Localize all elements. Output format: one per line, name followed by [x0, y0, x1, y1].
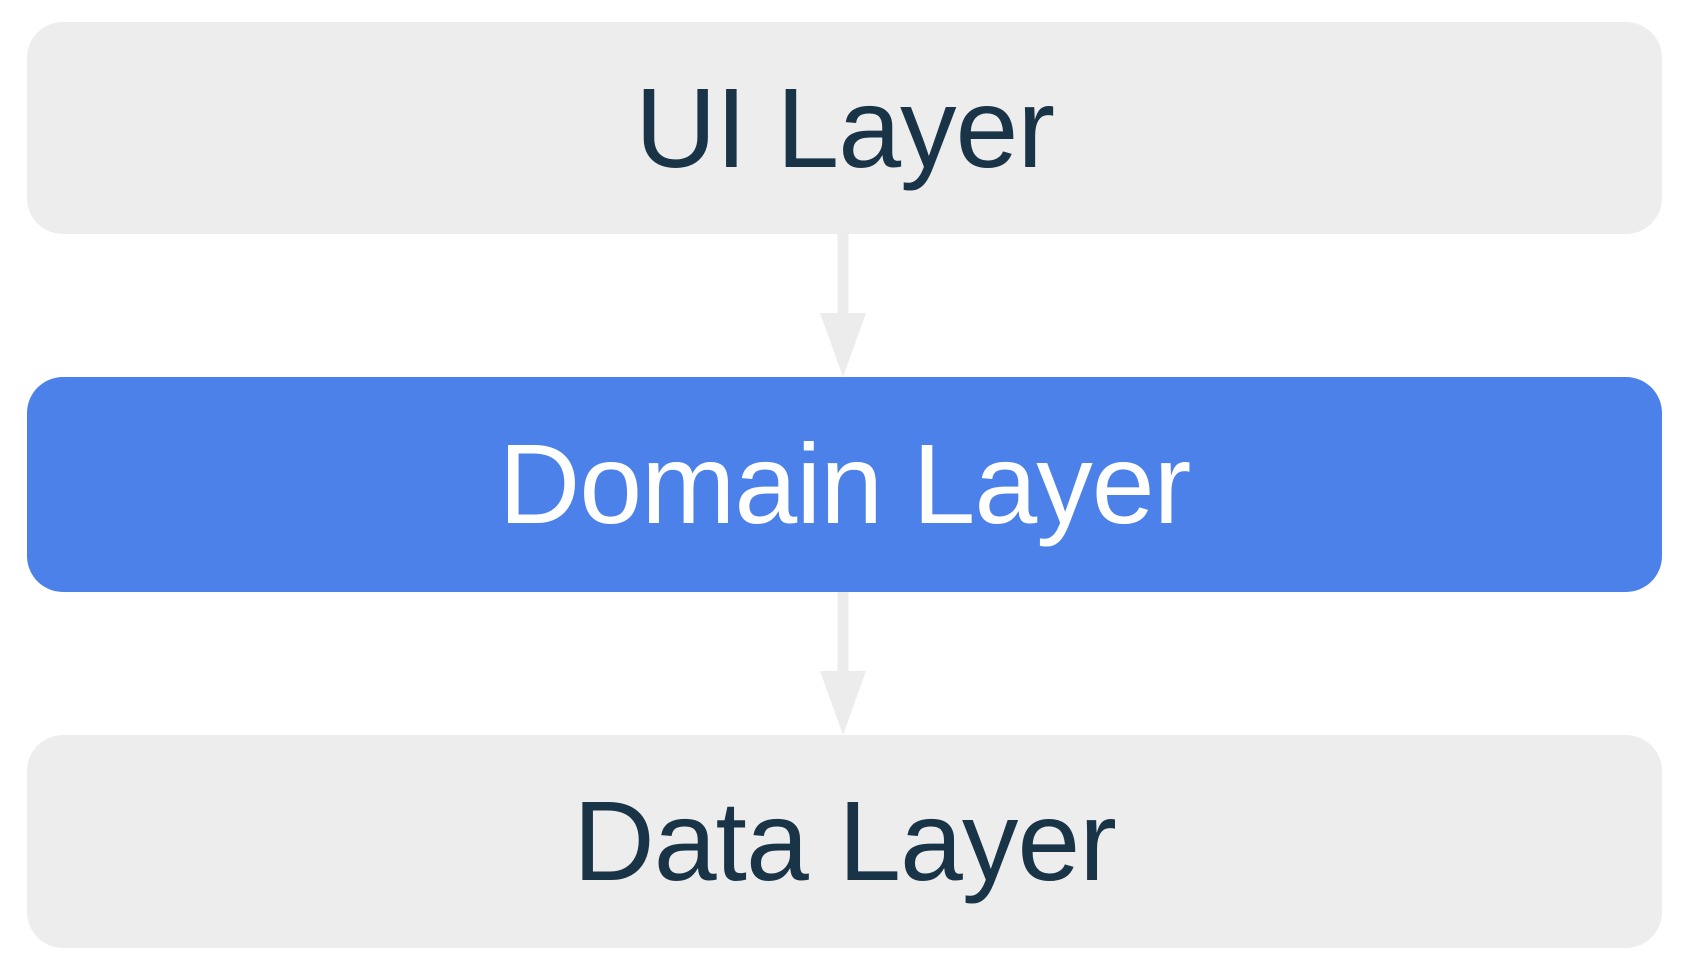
- domain-layer-box: Domain Layer: [27, 377, 1662, 592]
- arrow-head: [820, 671, 866, 735]
- down-arrow-icon: [820, 592, 866, 735]
- down-arrow-icon: [820, 234, 866, 377]
- arrow-stem: [837, 234, 849, 315]
- ui-layer-box: UI Layer: [27, 22, 1662, 234]
- ui-layer-label: UI Layer: [634, 64, 1055, 191]
- arrow-head: [820, 313, 866, 377]
- data-layer-box: Data Layer: [27, 735, 1662, 948]
- data-layer-label: Data Layer: [573, 778, 1117, 904]
- arrow-stem: [837, 592, 849, 673]
- domain-layer-label: Domain Layer: [498, 421, 1191, 547]
